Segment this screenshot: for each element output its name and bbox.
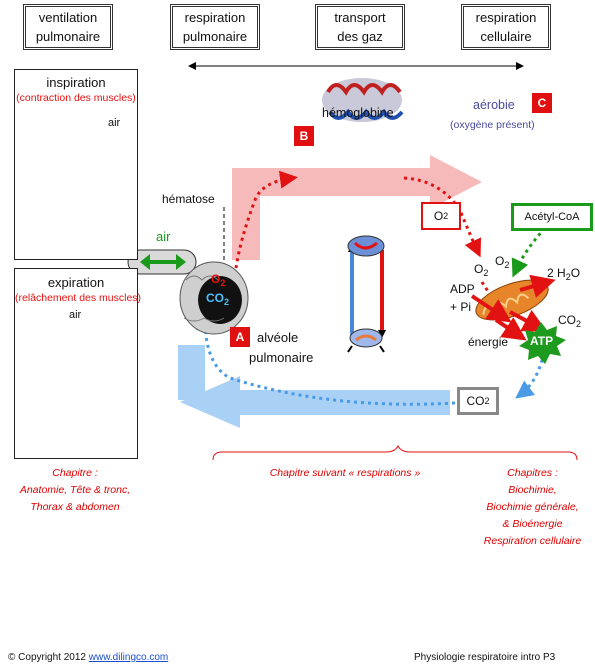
co2-flow-arrow	[180, 376, 450, 428]
chapter-middle: Chapitre suivant « respirations »	[269, 467, 421, 479]
mitochondrion-drawing	[475, 279, 549, 321]
co2-subscript: 2	[576, 319, 582, 329]
header-line1: respiration	[184, 10, 246, 25]
header-line1: respiration	[475, 10, 537, 25]
heart-circulation-drawing	[347, 235, 386, 353]
hematose-label: hématose	[162, 192, 215, 206]
alveolus-o2: O2	[211, 272, 225, 288]
hemoglobin-molecule	[322, 78, 404, 122]
header-line2: des gaz	[337, 29, 383, 44]
alveole-line2: pulmonaire	[249, 350, 314, 365]
footer-link[interactable]: www.dilingco.com	[88, 652, 169, 663]
header-respiration-cellulaire: respiration cellulaire	[461, 4, 551, 50]
footer-copyright: © Copyright 2012 www.dilingco.com	[8, 652, 168, 663]
acetyl-coa-label: Acétyl-CoA	[524, 211, 580, 223]
co2-box-subscript: 2	[484, 396, 490, 406]
chapter-right: Chapitres : Biochimie, Biochimie général…	[470, 465, 595, 550]
chapter-brace	[212, 444, 578, 461]
footer-page-title: Physiologie respiratoire intro P3	[414, 652, 556, 663]
chapter-right-line: Biochimie,	[508, 484, 557, 496]
mito-o2-right: O2	[495, 254, 509, 270]
inspiration-air-label: air	[108, 117, 121, 129]
inspiration-title: inspiration	[46, 75, 106, 90]
adp-line1: ADP	[450, 282, 475, 296]
atp-star	[519, 322, 566, 364]
header-transport: transport des gaz	[315, 4, 405, 50]
air-label: air	[156, 229, 171, 244]
header-line1: ventilation	[38, 10, 98, 25]
o2-box-subscript: 2	[443, 211, 449, 221]
o2-box-symbol: O	[433, 209, 444, 223]
chapter-right-line: & Bioénergie	[502, 518, 563, 530]
o2-symbol: O	[495, 254, 505, 268]
header-line2: cellulaire	[480, 29, 532, 44]
expiration-subtitle: (relâchement des muscles)	[15, 292, 142, 304]
co2-box-symbol: CO	[466, 394, 485, 408]
alveole-line1: alvéole	[257, 330, 299, 345]
alveolus-drawing	[179, 261, 249, 335]
water-subscript: 2	[565, 272, 571, 282]
inspiration-subtitle: (contraction des muscles)	[16, 92, 136, 104]
adp-line2: + Pi	[450, 300, 472, 314]
inspiration-panel: inspiration (contraction des muscles)	[14, 69, 138, 260]
tag-b: B	[294, 126, 314, 146]
aerobie-subtitle: (oxygène présent)	[450, 119, 535, 131]
co2-symbol: CO	[558, 313, 576, 327]
tag-c: C	[532, 93, 552, 113]
expiration-title: expiration	[47, 275, 105, 290]
o2-symbol: O	[474, 262, 484, 276]
header-line2: pulmonaire	[35, 29, 101, 44]
header-line2: pulmonaire	[182, 29, 248, 44]
water-suffix: O	[570, 266, 581, 280]
water-label: 2 H2O	[547, 266, 580, 282]
chapter-left-line: Chapitre :	[52, 467, 98, 479]
header-line1: transport	[334, 10, 386, 25]
header-ventilation: ventilation pulmonaire	[23, 4, 113, 50]
mito-co2: CO2	[558, 313, 581, 329]
chapter-right-line: Chapitres :	[507, 467, 558, 479]
co2-subscript: 2	[224, 297, 230, 307]
mito-o2-left: O2	[474, 262, 488, 278]
co2-symbol: CO	[206, 291, 224, 305]
o2-symbol: O	[211, 272, 221, 286]
expiration-air-label: air	[69, 309, 82, 321]
chapter-right-line: Respiration cellulaire	[483, 535, 582, 547]
alveolus-co2: CO2	[206, 291, 229, 307]
tag-a: A	[230, 327, 250, 347]
water-prefix: 2 H	[547, 266, 566, 280]
o2-subscript: 2	[220, 278, 226, 288]
chapter-left-line: Anatomie, Tête & tronc,	[19, 484, 131, 496]
aerobie-title: aérobie	[473, 98, 515, 112]
chapter-left-line: Thorax & abdomen	[30, 501, 120, 513]
acetyl-coa-box: Acétyl-CoA	[511, 203, 593, 231]
expiration-panel: expiration (relâchement des muscles)	[14, 268, 142, 459]
copyright-text: Copyright 2012	[18, 652, 86, 663]
header-respiration-pulmonaire: respiration pulmonaire	[170, 4, 260, 50]
atp-label: ATP	[530, 334, 554, 348]
o2-subscript: 2	[504, 260, 510, 270]
hemoglobine-label: hémoglobine	[322, 106, 394, 120]
chapter-right-line: Biochimie générale,	[486, 501, 579, 513]
chapter-left: Chapitre : Anatomie, Tête & tronc, Thora…	[0, 465, 150, 516]
copyright-icon: ©	[8, 652, 16, 663]
energie-label: énergie	[468, 335, 509, 349]
o2-subscript: 2	[483, 268, 489, 278]
